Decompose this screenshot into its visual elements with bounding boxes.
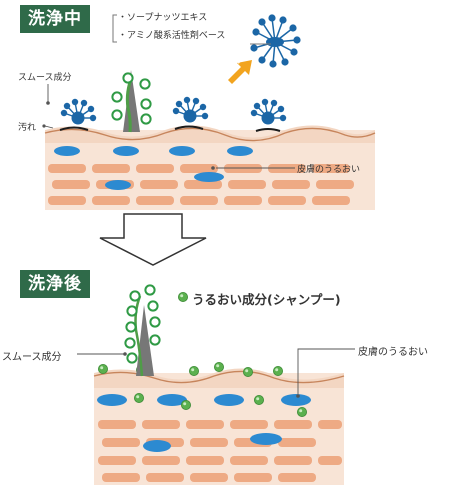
skin-moisture-label: 皮膚のうるおい — [297, 165, 361, 175]
skin-moisture-label-bottom: 皮膚のうるおい — [358, 347, 428, 358]
moisture-component-legend: うるおい成分(シャンプー) — [192, 292, 341, 307]
removal-arrow-icon — [228, 60, 252, 84]
dirt-label: 汚れ — [18, 123, 37, 133]
note-line-2: ・アミノ酸系活性剤ベース — [118, 31, 226, 41]
after-wash-badge: 洗浄後 — [20, 270, 90, 298]
smooth-component-label-bottom: スムース成分 — [2, 352, 62, 363]
removed-surfactant — [249, 13, 302, 69]
top-hair — [111, 70, 152, 133]
surfactants-on-skin — [60, 96, 287, 126]
note-line-1: ・ソープナッツエキス — [118, 13, 208, 23]
bottom-skin — [93, 361, 345, 485]
bottom-hair — [124, 284, 161, 377]
during-wash-badge: 洗浄中 — [20, 5, 90, 33]
top-skin — [44, 125, 376, 210]
dirt-marks — [59, 125, 281, 132]
smooth-component-label: スムース成分 — [18, 73, 72, 83]
down-arrow-icon — [99, 213, 207, 266]
legend-green-dot — [177, 291, 189, 303]
